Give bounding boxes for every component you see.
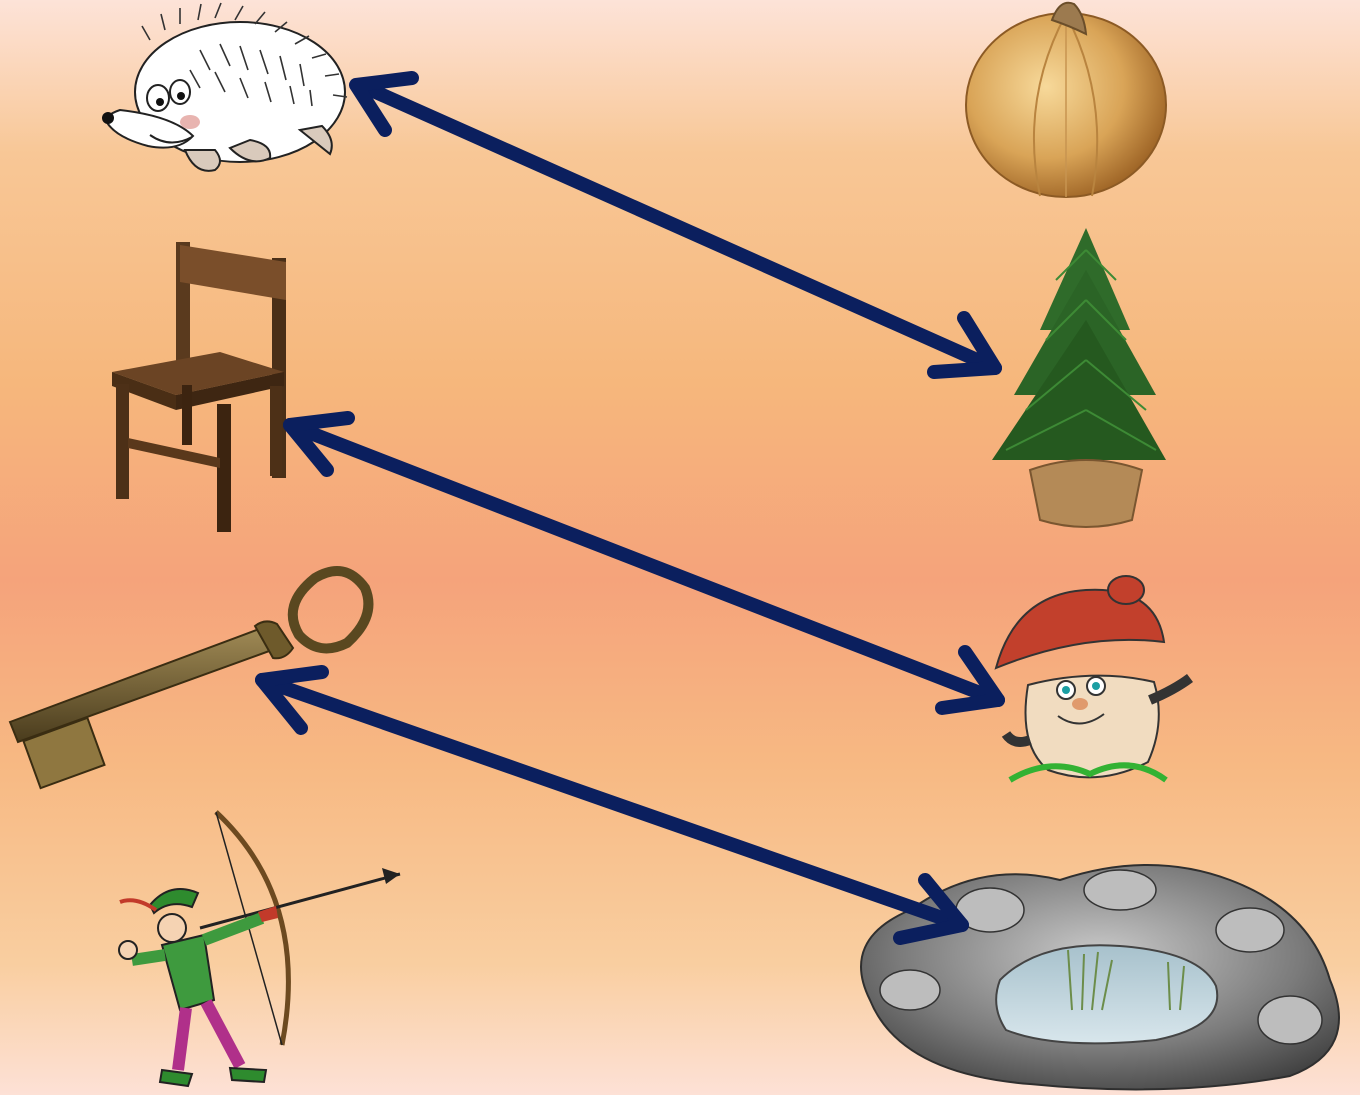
- chair-picture: [112, 242, 286, 532]
- onion-picture: [966, 3, 1166, 197]
- arrow-key-pond: [262, 672, 962, 938]
- archer-picture: [119, 812, 400, 1086]
- arrow-hedgehog-fir-tree: [356, 78, 995, 372]
- arrow-chair-mushroom: [290, 418, 998, 708]
- mushroom-picture: [996, 576, 1190, 780]
- hedgehog-picture: [102, 3, 347, 171]
- fir-tree-picture: [992, 228, 1166, 527]
